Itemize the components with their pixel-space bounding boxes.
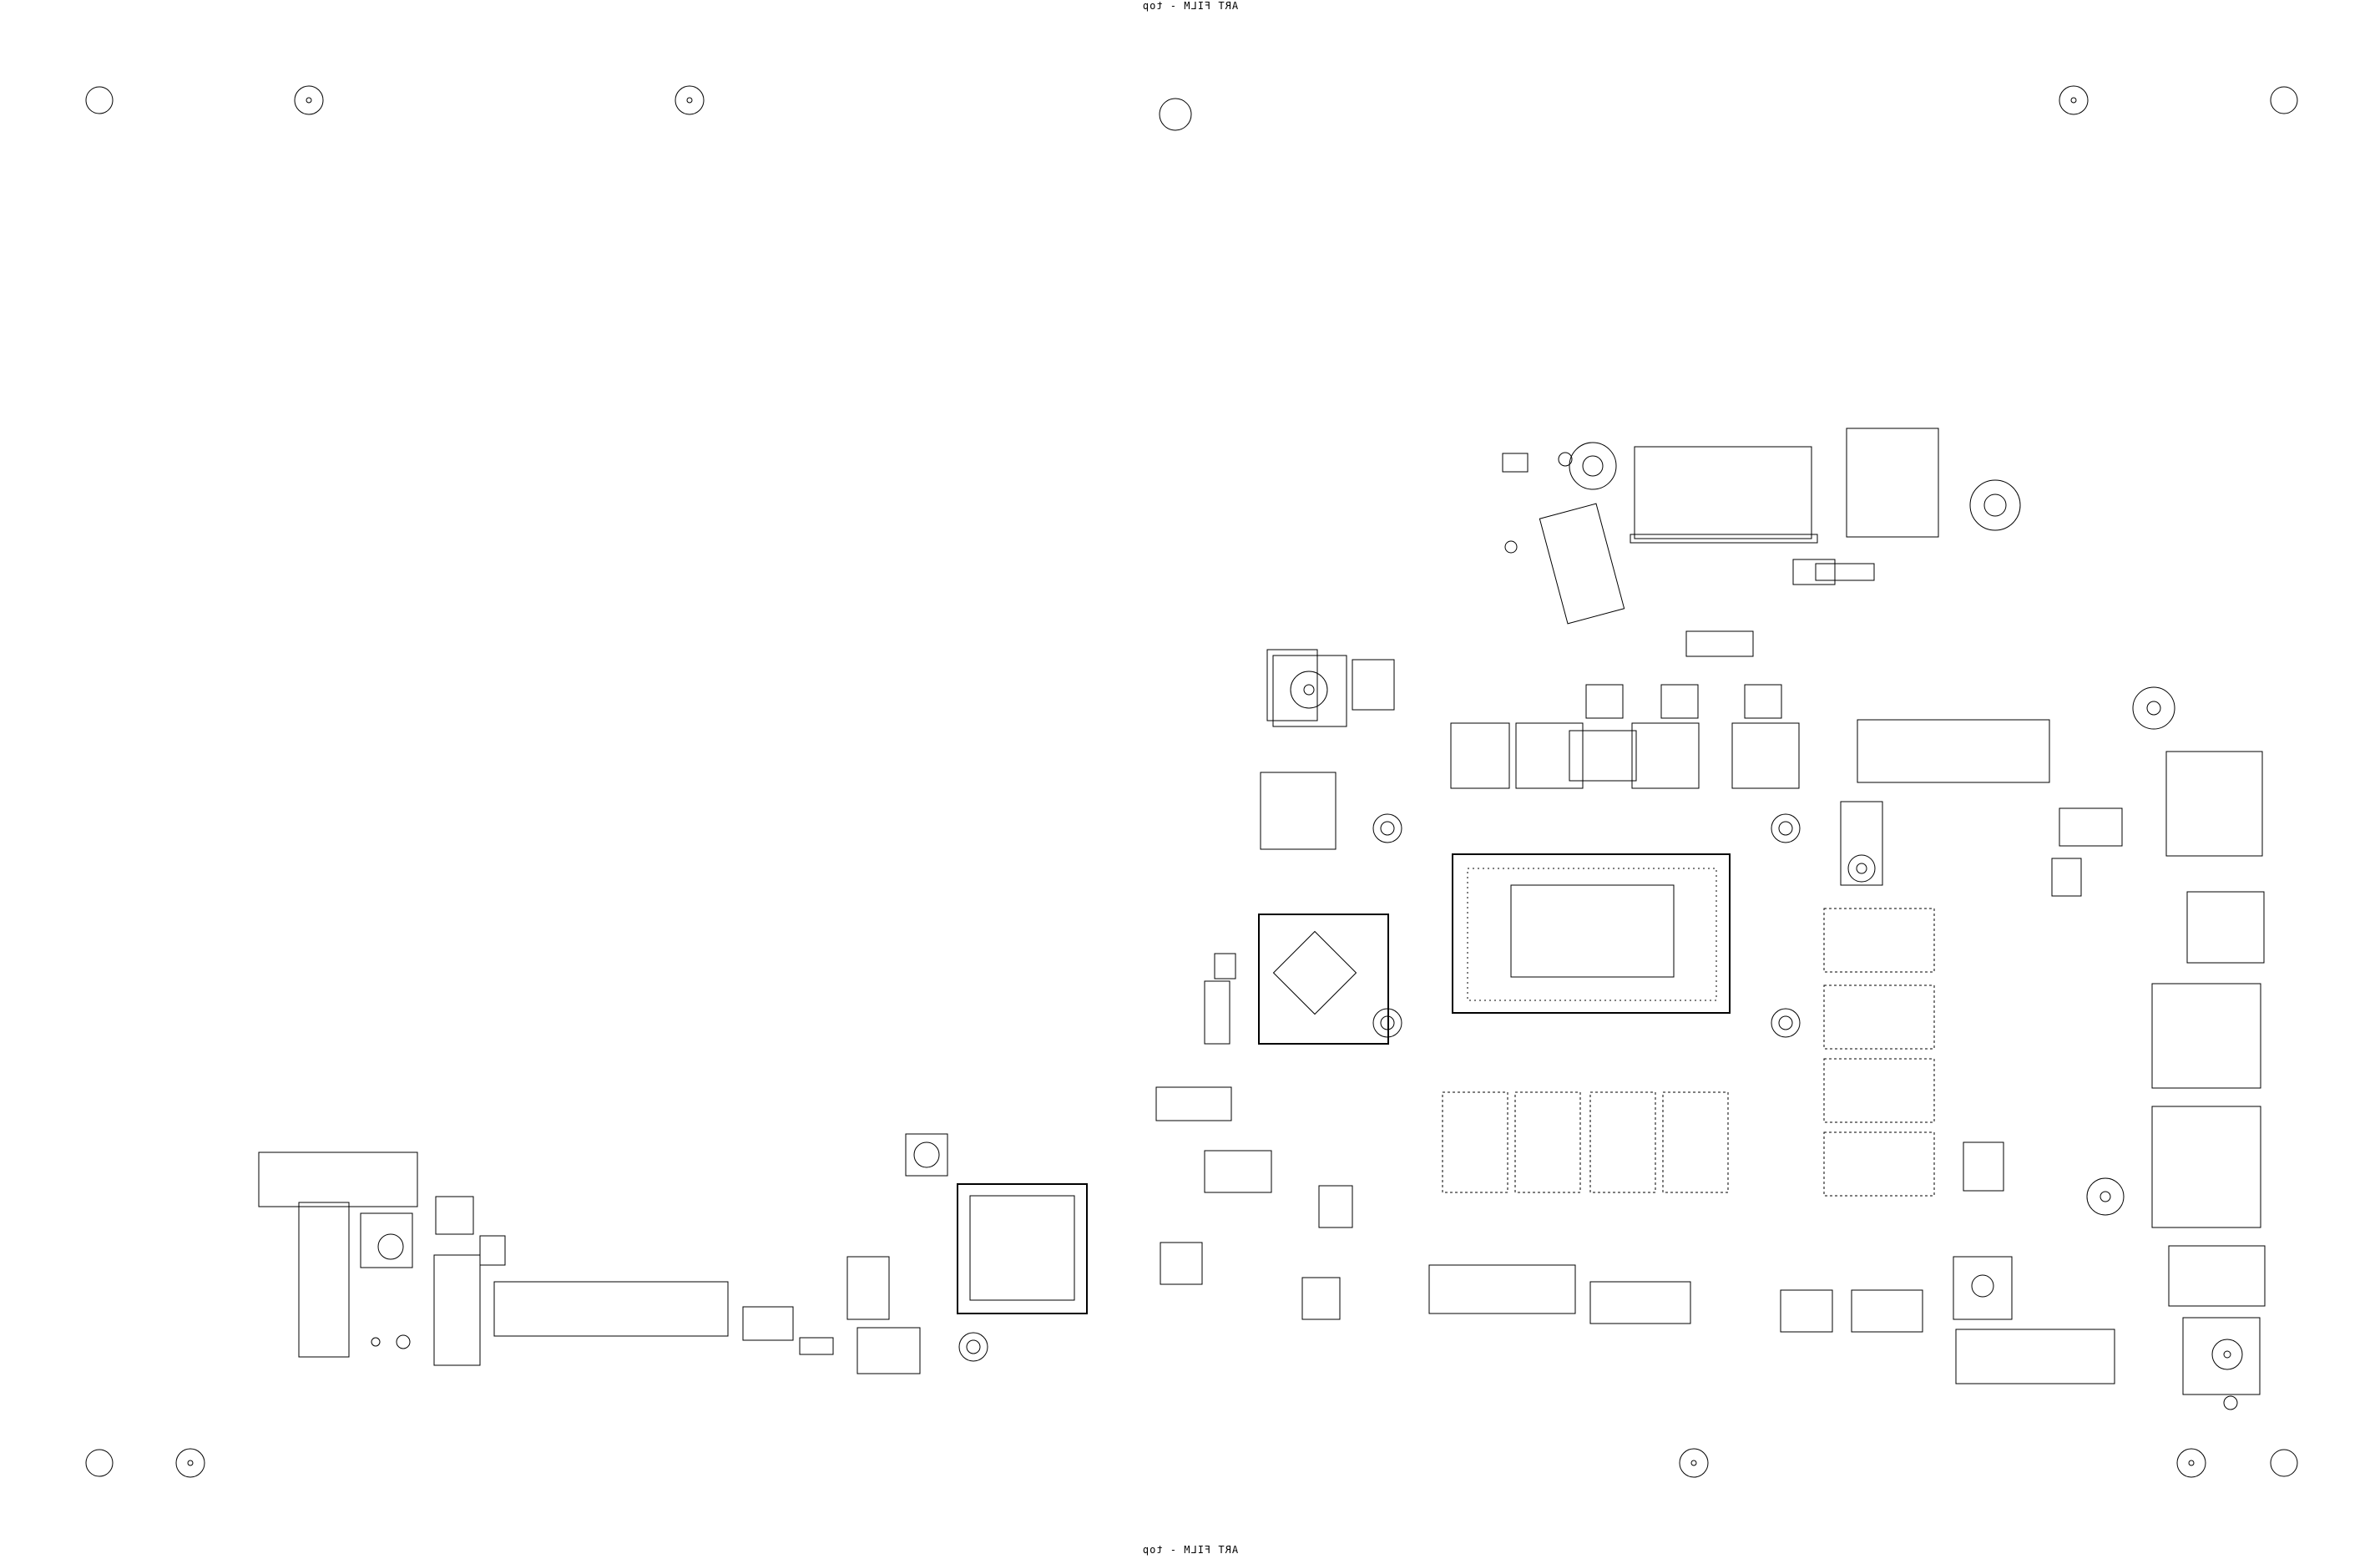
power-input-area — [1503, 428, 2020, 656]
vrm-row — [1451, 685, 1799, 788]
chipset-area — [1205, 650, 1800, 1044]
embedded-controller — [847, 1134, 1087, 1374]
mounting-holes — [86, 86, 2297, 1477]
right-connectors — [1841, 687, 2265, 1410]
memory-chips — [1824, 909, 1934, 1196]
memory-chips-bottom — [1443, 1092, 1728, 1192]
left-connectors — [259, 1152, 833, 1365]
fan-connector — [1273, 655, 1347, 726]
art-film-bottom-label: ART FILM - top — [1141, 1544, 1239, 1556]
cpu-bga — [1453, 854, 1730, 1013]
center-bottom-components — [1156, 1087, 1923, 1332]
